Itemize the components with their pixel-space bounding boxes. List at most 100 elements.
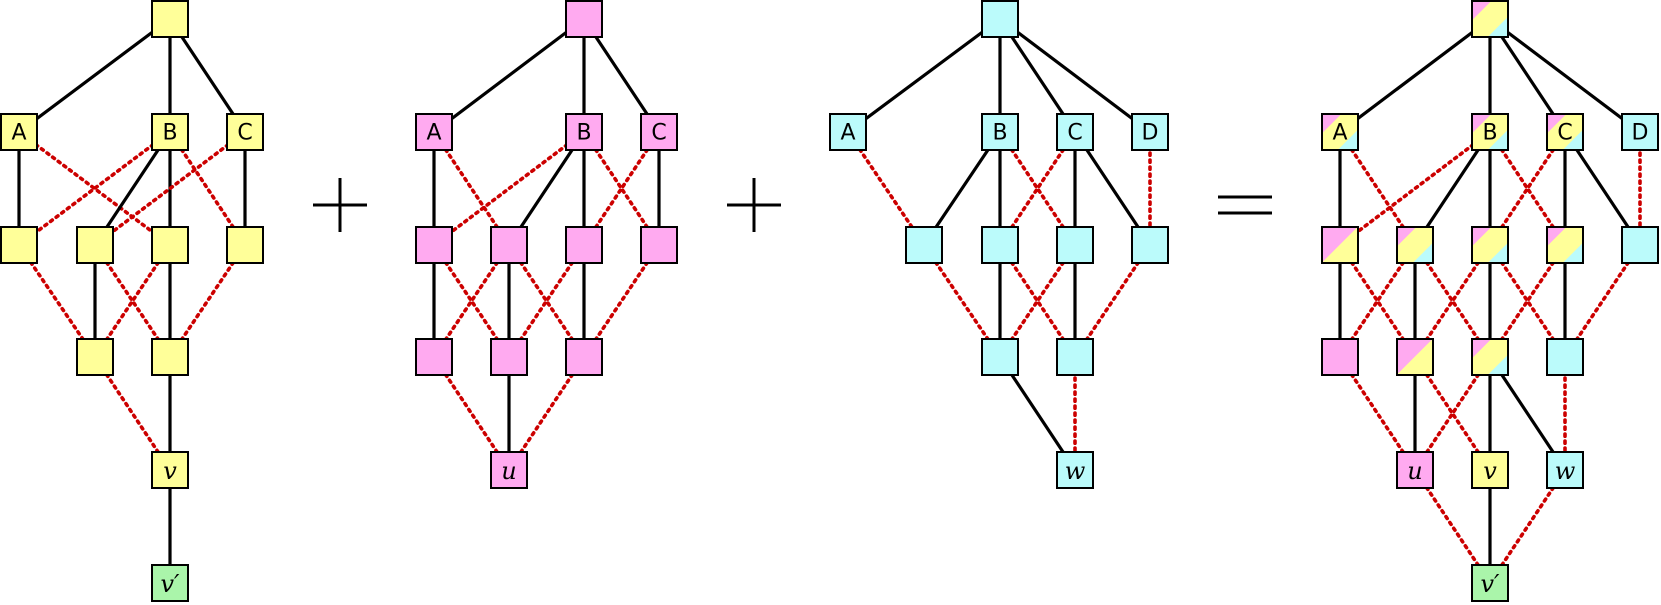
color-band-yellow <box>1547 114 1583 150</box>
node-l1 <box>1321 338 1359 376</box>
node-label: D <box>1142 121 1159 146</box>
color-band-cyan <box>1487 129 1508 150</box>
node-box <box>1131 226 1169 264</box>
node-u: u <box>490 451 528 489</box>
node-box <box>1471 338 1509 376</box>
node-layer: A B Cu <box>415 0 678 489</box>
node-l3 <box>1471 338 1509 376</box>
node-label: A <box>11 121 26 146</box>
node-label: B <box>162 121 177 146</box>
node-l1 <box>981 338 1019 376</box>
node-box <box>415 113 453 151</box>
node-box <box>565 113 603 151</box>
node-label: B <box>1482 121 1497 146</box>
node-C: C <box>640 113 678 151</box>
node-box <box>0 113 38 151</box>
node-label: C <box>1067 121 1082 146</box>
node-label: C <box>237 121 252 146</box>
node-r <box>981 0 1019 38</box>
node-m1 <box>905 226 943 264</box>
node-label: C <box>651 121 666 146</box>
node-box <box>1471 564 1509 602</box>
node-box <box>1321 226 1359 264</box>
solid-edge-r-D <box>999 17 1151 134</box>
node-color-bands <box>1397 339 1433 375</box>
node-A: A <box>829 113 867 151</box>
node-layer: A B Cv v′ <box>0 0 264 602</box>
node-m3 <box>1056 226 1094 264</box>
node-B: B <box>565 113 603 151</box>
node-box <box>1056 226 1094 264</box>
edge-layer <box>17 17 247 583</box>
node-w: w <box>1546 451 1584 489</box>
node-C: C <box>1056 113 1094 151</box>
node-w: w <box>1056 451 1094 489</box>
color-band-yellow <box>1322 114 1358 150</box>
dotted-edge-C-m2 <box>93 130 247 247</box>
node-label: v <box>163 457 177 485</box>
node-box <box>151 113 189 151</box>
edge-layer <box>432 17 661 472</box>
node-m2 <box>1396 226 1434 264</box>
node-r <box>151 0 189 38</box>
color-band-cyan <box>1337 129 1358 150</box>
node-box <box>640 226 678 264</box>
node-vp: v′ <box>1471 564 1509 602</box>
node-box <box>565 226 603 264</box>
color-band-yellow <box>1547 227 1583 263</box>
solid-edge-r-A <box>847 17 1001 134</box>
node-m4 <box>1546 226 1584 264</box>
node-box <box>490 226 528 264</box>
node-box <box>490 338 528 376</box>
node-box <box>1321 113 1359 151</box>
node-label: v <box>1483 457 1497 485</box>
node-r <box>1471 0 1509 38</box>
node-label: A <box>1332 121 1347 146</box>
node-label: B <box>576 121 591 146</box>
node-box <box>565 0 603 38</box>
node-box <box>151 451 189 489</box>
node-box <box>1396 226 1434 264</box>
node-box <box>981 338 1019 376</box>
node-box <box>981 0 1019 38</box>
node-color-bands <box>1472 114 1508 150</box>
node-box <box>565 338 603 376</box>
color-band-yellow <box>1472 114 1508 150</box>
dotted-edge-B-m1 <box>17 130 172 247</box>
node-label: w <box>1555 457 1576 485</box>
node-m4 <box>226 226 264 264</box>
node-color-bands <box>1547 114 1583 150</box>
color-band-cyan <box>1562 129 1583 150</box>
node-l2 <box>151 338 189 376</box>
node-box <box>1396 338 1434 376</box>
node-box <box>76 226 114 264</box>
node-m2 <box>981 226 1019 264</box>
node-box <box>151 564 189 602</box>
plus-operator-1 <box>313 178 367 232</box>
node-A: A <box>415 113 453 151</box>
solid-edge-r-D <box>1489 17 1641 134</box>
node-vp: v′ <box>151 564 189 602</box>
color-band-cyan <box>1487 242 1508 263</box>
node-box <box>1131 113 1169 151</box>
node-box <box>640 113 678 151</box>
color-band-cyan <box>1487 16 1508 37</box>
node-label: C <box>1557 121 1572 146</box>
node-color-bands <box>1472 227 1508 263</box>
node-D: D <box>1621 113 1659 151</box>
plus-operator-2 <box>727 178 781 232</box>
node-box <box>1321 338 1359 376</box>
node-box <box>151 226 189 264</box>
node-box <box>226 113 264 151</box>
node-box <box>1056 113 1094 151</box>
solid-edge-r-A <box>1339 17 1491 134</box>
node-box <box>1546 226 1584 264</box>
node-label: A <box>426 121 441 146</box>
node-box <box>1621 226 1659 264</box>
node-l2 <box>1056 338 1094 376</box>
node-box <box>1546 338 1584 376</box>
node-m1 <box>0 226 38 264</box>
